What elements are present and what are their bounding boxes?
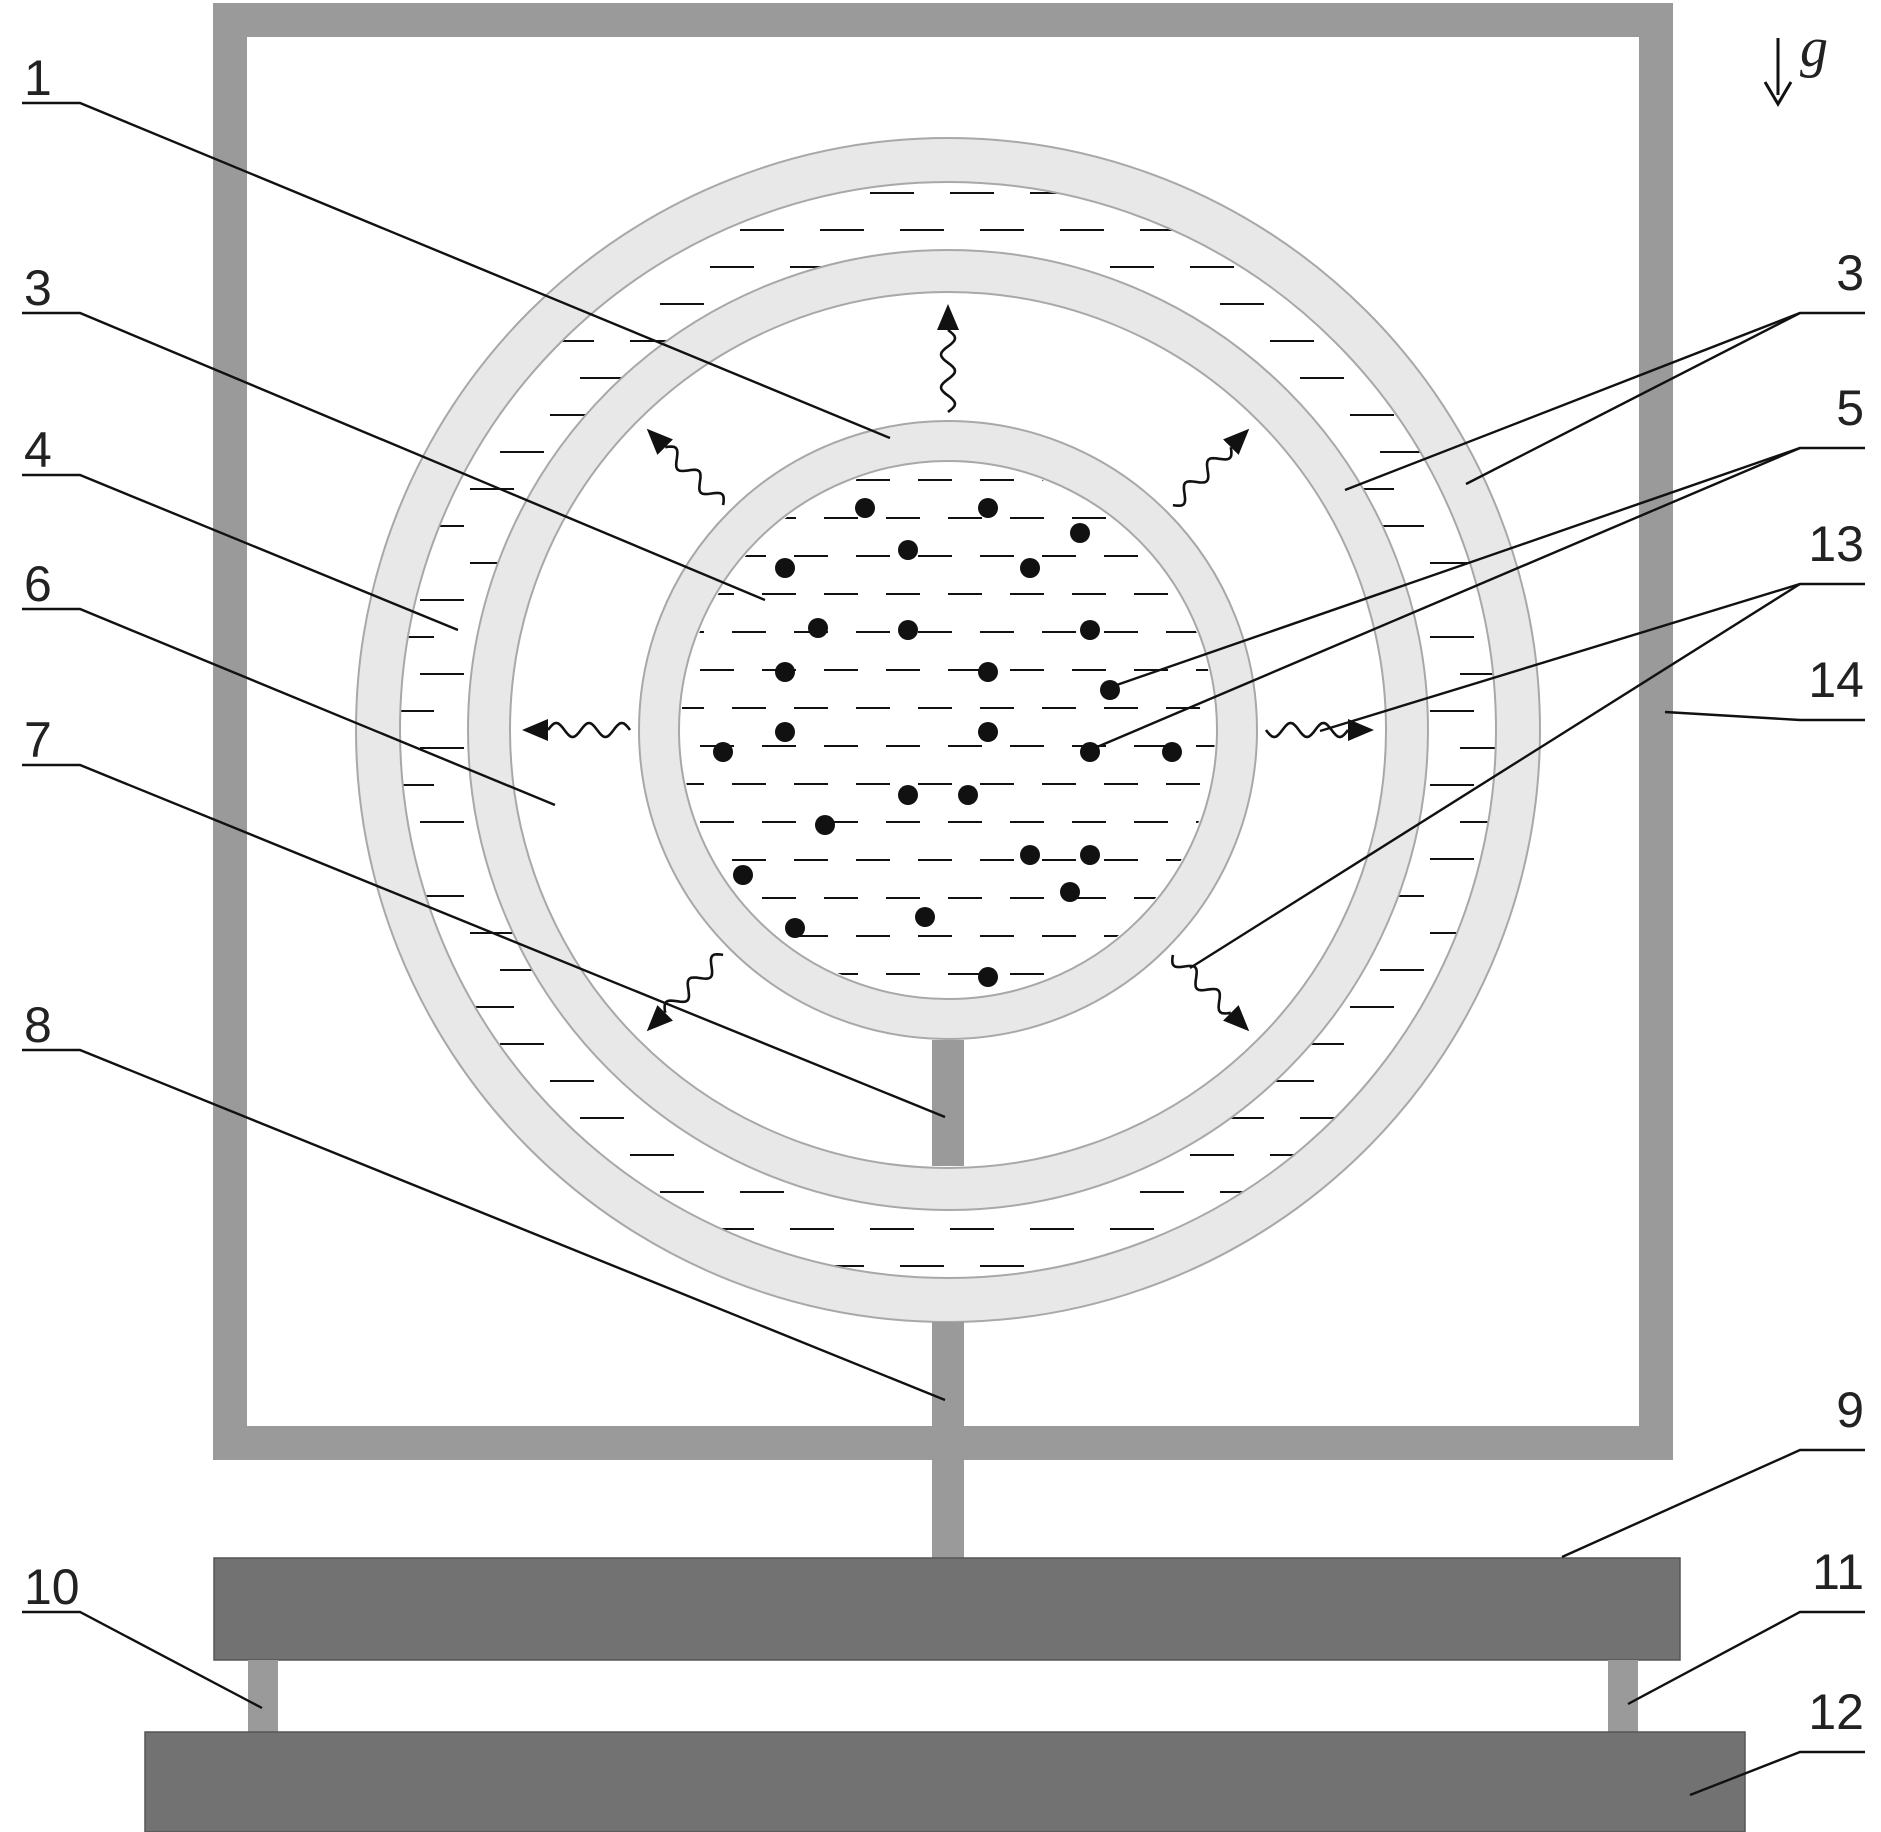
arrowhead-icon (646, 428, 673, 455)
label-3-right: 3 (1836, 245, 1864, 301)
particle (815, 815, 835, 835)
particles (713, 498, 1182, 987)
inner-shell-inner-edge (678, 460, 1218, 1000)
particle (1080, 742, 1100, 762)
leader-lines (22, 101, 1865, 1797)
particle (1162, 742, 1182, 762)
label-10: 10 (24, 1559, 80, 1615)
radiation-wave (663, 952, 724, 1013)
inner-shell-outer-edge (638, 420, 1258, 1040)
particle (785, 918, 805, 938)
radiation-wave (546, 721, 632, 739)
arrowhead-icon (1223, 1005, 1250, 1032)
radiation-wave (939, 328, 957, 414)
particle (978, 662, 998, 682)
arrowhead-icon (522, 719, 548, 741)
label-8: 8 (24, 997, 52, 1053)
label-13: 13 (1808, 516, 1864, 572)
radiation-wave (1170, 954, 1231, 1015)
radiation-wave (1172, 447, 1233, 508)
inner-liquid (681, 479, 1215, 975)
particle (733, 865, 753, 885)
middle-shell-outer-edge (467, 249, 1429, 1211)
label-12: 12 (1808, 1684, 1864, 1740)
radiation-wave (665, 445, 726, 506)
label-6: 6 (24, 556, 52, 612)
particle (915, 907, 935, 927)
radiation-wave (1264, 721, 1350, 739)
arrowhead-icon (937, 304, 959, 330)
gravity-arrow-icon (1763, 38, 1793, 107)
particle (898, 620, 918, 640)
particle (775, 662, 795, 682)
right-leg (1608, 1660, 1638, 1732)
particle (775, 558, 795, 578)
particle (1080, 620, 1100, 640)
particle (898, 785, 918, 805)
label-9: 9 (1836, 1382, 1864, 1438)
middle-shell (468, 250, 1428, 1210)
label-3-left: 3 (24, 260, 52, 316)
outer-support-rod (932, 1322, 964, 1559)
label-7: 7 (24, 712, 52, 768)
particle (775, 722, 795, 742)
particle (958, 785, 978, 805)
particle (808, 618, 828, 638)
label-11: 11 (1812, 1544, 1864, 1600)
particle (1020, 558, 1040, 578)
particle (1020, 845, 1040, 865)
label-1: 1 (24, 50, 52, 106)
inner-shell (639, 421, 1257, 1039)
base-plate (144, 1731, 1746, 1832)
label-4: 4 (24, 422, 52, 478)
particle (1080, 845, 1100, 865)
particle (978, 498, 998, 518)
arrowhead-icon (646, 1005, 673, 1032)
arrowhead-icon (1348, 719, 1374, 741)
particle (1070, 523, 1090, 543)
outer-shell (356, 138, 1540, 1322)
label-5: 5 (1836, 380, 1864, 436)
arrowhead-icon (1223, 428, 1250, 455)
middle-gap (509, 291, 1387, 1169)
middle-shell-inner-edge (509, 291, 1387, 1169)
left-leg (248, 1660, 278, 1732)
platform (213, 1557, 1681, 1661)
particle (978, 967, 998, 987)
particle (855, 498, 875, 518)
particle (898, 540, 918, 560)
inner-support-rod (932, 1040, 964, 1166)
particle (713, 742, 733, 762)
particle (978, 722, 998, 742)
particle (1100, 680, 1120, 700)
outer-shell-inner-edge (399, 181, 1497, 1279)
particle (1060, 882, 1080, 902)
label-14: 14 (1808, 652, 1864, 708)
gravity-symbol: g (1800, 17, 1828, 79)
radiation-arrows (522, 304, 1374, 1032)
